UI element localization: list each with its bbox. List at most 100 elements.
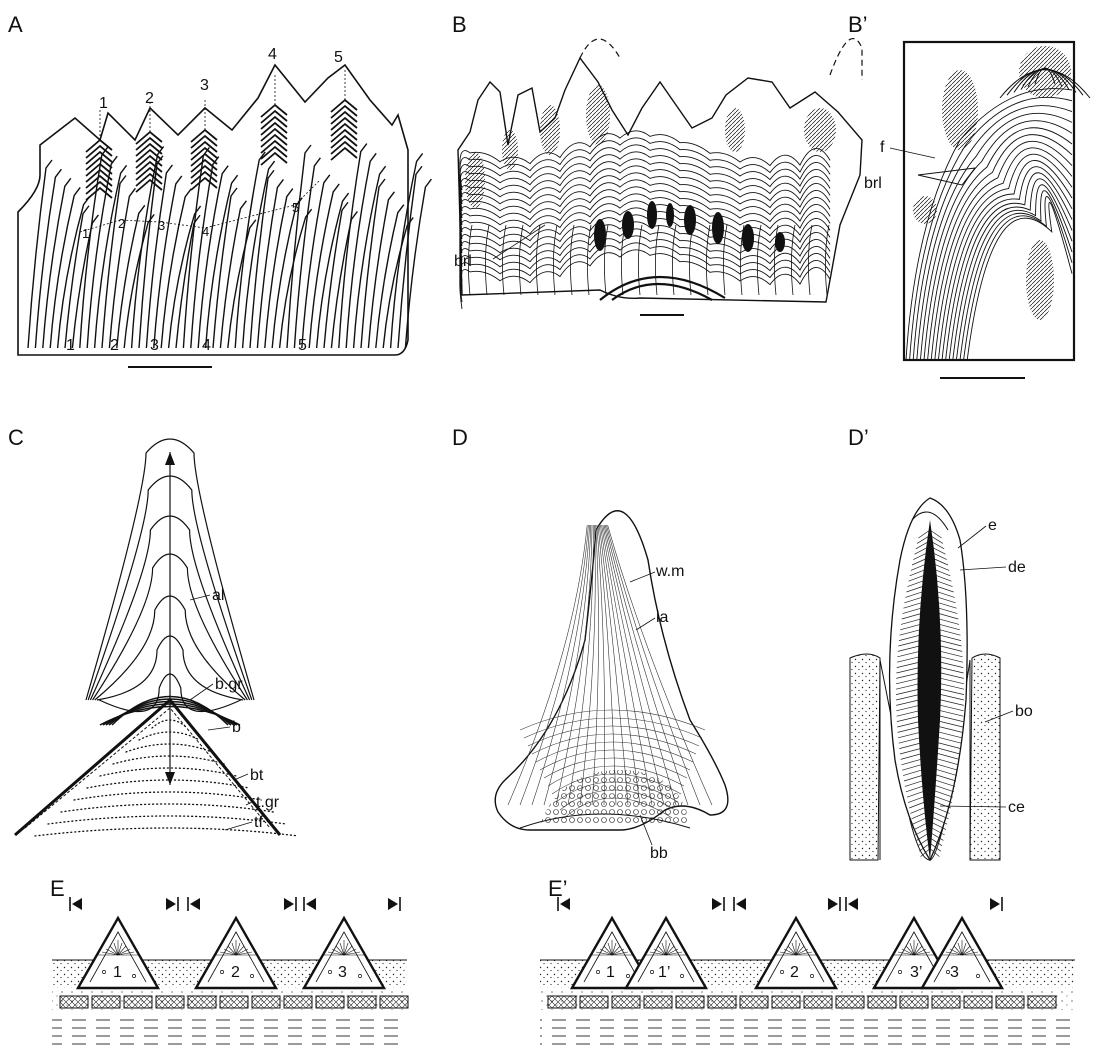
panel-a-mid-number: 1 <box>82 226 89 241</box>
panel-e-plate <box>252 996 280 1008</box>
panel-b-outline <box>458 58 862 302</box>
panel-a-growth-line <box>339 144 367 348</box>
panel-e-marker <box>306 898 316 910</box>
panel-e-tooth-number: 1 <box>113 964 122 981</box>
panel-e-plate <box>124 996 152 1008</box>
panel-e-tooth-number: 3 <box>338 964 347 981</box>
panel-a-mid-number: 2 <box>118 216 125 231</box>
panel-e-prime-plate <box>676 996 704 1008</box>
panel-e-marker <box>166 898 176 910</box>
panel-b-basal-line <box>638 225 642 295</box>
panel-c-dotted-line <box>126 744 212 752</box>
panel-e-prime-plate <box>996 996 1024 1008</box>
panel-e-drawing: 1 2 3 <box>52 897 408 1050</box>
panel-d-prime-label-ce: ce <box>1008 799 1025 816</box>
panel-d-prime-label-de: de <box>1008 559 1026 576</box>
panel-d-prime-label-bo: bo <box>1015 703 1033 720</box>
panel-b-prime-growth-line <box>946 167 1072 360</box>
panel-a-bottom-number: 1 <box>66 337 75 354</box>
panel-c-label-bt: bt <box>250 767 264 784</box>
panel-a-growth-line <box>124 214 154 348</box>
panel-e-marker <box>190 898 200 910</box>
panel-b-drawing: brl <box>454 39 862 315</box>
panel-e-prime-tooth-number: 1’ <box>658 964 670 981</box>
panel-e-plate <box>220 996 248 1008</box>
panel-e-prime-plate <box>580 996 608 1008</box>
panel-c-dotted-line <box>74 792 261 800</box>
panel-e-marker <box>284 898 294 910</box>
panel-b-label-brl: brl <box>454 253 472 270</box>
panel-d-drawing: w.m la bb <box>495 511 728 862</box>
panel-a-growth-line <box>80 147 108 348</box>
panel-e-plate <box>156 996 184 1008</box>
panel-e-marker <box>388 898 398 910</box>
panel-a-bottom-number: 3 <box>150 337 159 354</box>
panel-a-growth-line <box>405 179 431 348</box>
panel-b-prime-label-f: f <box>880 139 885 156</box>
panel-a-mid-number: 4 <box>202 224 209 239</box>
panel-e-prime-marker <box>828 898 838 910</box>
panel-b-basal-line <box>723 225 727 295</box>
panel-a-bottom-number: 2 <box>110 337 119 354</box>
panel-c-label-al: al <box>212 587 224 604</box>
panel-b-basal-arch <box>600 277 725 300</box>
panel-e-prime-marker <box>712 898 722 910</box>
panel-b-prime-growth-line <box>917 113 1072 360</box>
panel-a-growth-line <box>109 188 135 348</box>
panel-c-label-b-gr: b.gr <box>215 676 243 693</box>
panel-b-prime-drawing: f brl <box>864 42 1090 378</box>
panel-c-drawing: al b.gr b bt t.gr tf <box>15 439 298 836</box>
panel-d-label-w-m: w.m <box>655 563 684 580</box>
panel-e-plate <box>348 996 376 1008</box>
panel-a-growth-line <box>294 158 320 348</box>
panel-e-prime-plate <box>740 996 768 1008</box>
panel-a-top-number: 1 <box>99 95 108 112</box>
panel-a-top-number: 2 <box>145 90 154 107</box>
panel-a-mid-number: 5 <box>292 200 299 215</box>
panel-d-prime-bone-left <box>850 654 880 860</box>
panel-e-prime-plate <box>644 996 672 1008</box>
panel-a-drawing: 1 2 3 4 5 1 2 3 4 5 1 2 3 4 5 <box>18 46 431 367</box>
panel-a-growth-line <box>368 192 394 348</box>
panel-a-growth-lines <box>28 70 431 348</box>
panel-c-label-b: b <box>232 719 241 736</box>
panel-a-growth-line <box>302 175 330 348</box>
panel-b-dense-dentine-patches <box>465 85 836 208</box>
panel-b-prime-growth-line <box>938 154 1072 360</box>
panel-e-prime-plate <box>1028 996 1056 1008</box>
panel-e-prime-teeth <box>572 918 1002 988</box>
panel-b-prime-growth-line <box>953 179 1072 360</box>
panel-a-top-number: 3 <box>200 77 209 94</box>
panel-e-plate <box>92 996 120 1008</box>
panel-c-label-tf: tf <box>254 814 263 831</box>
panel-e-prime-marker <box>990 898 1000 910</box>
panel-a-growth-line <box>309 184 339 348</box>
panel-a-growth-line <box>35 169 61 348</box>
panel-d-label-bb: bb <box>650 845 668 862</box>
panel-e-prime-plate <box>964 996 992 1008</box>
panel-d-label-la: la <box>656 609 669 626</box>
panel-a-bottom-number: 4 <box>202 337 211 354</box>
panel-b-prime-f-leader <box>890 148 935 158</box>
panel-e-prime-plate <box>772 996 800 1008</box>
panel-c-arrowhead-up <box>165 452 175 465</box>
panel-e-prime-marker <box>848 898 858 910</box>
panel-e-tooth-number: 2 <box>231 964 240 981</box>
panel-e-prime-marker <box>560 898 570 910</box>
panel-e-prime-tooth-number: 3 <box>950 964 959 981</box>
panel-b-prime-label-brl: brl <box>864 175 882 192</box>
panel-c-label-t-gr: t.gr <box>256 794 280 811</box>
panel-e-prime-tooth-number: 2 <box>790 964 799 981</box>
panel-e-prime-dermis-layer <box>540 1018 1075 1050</box>
panel-e-plate <box>380 996 408 1008</box>
panel-e-prime-plate <box>932 996 960 1008</box>
panel-e-prime-drawing: 1 1’ 2 3’ 3 <box>540 897 1075 1050</box>
panel-a-top-number: 5 <box>334 49 343 66</box>
panel-b-basal-line <box>587 225 591 295</box>
panel-e-basal-plates <box>60 996 408 1008</box>
panel-a-growth-line <box>43 178 71 348</box>
panel-e-prime-boundary-markers <box>558 897 1002 911</box>
panel-d-prime-drawing: e de bo ce <box>850 498 1033 860</box>
panel-e-prime-marker <box>736 898 746 910</box>
